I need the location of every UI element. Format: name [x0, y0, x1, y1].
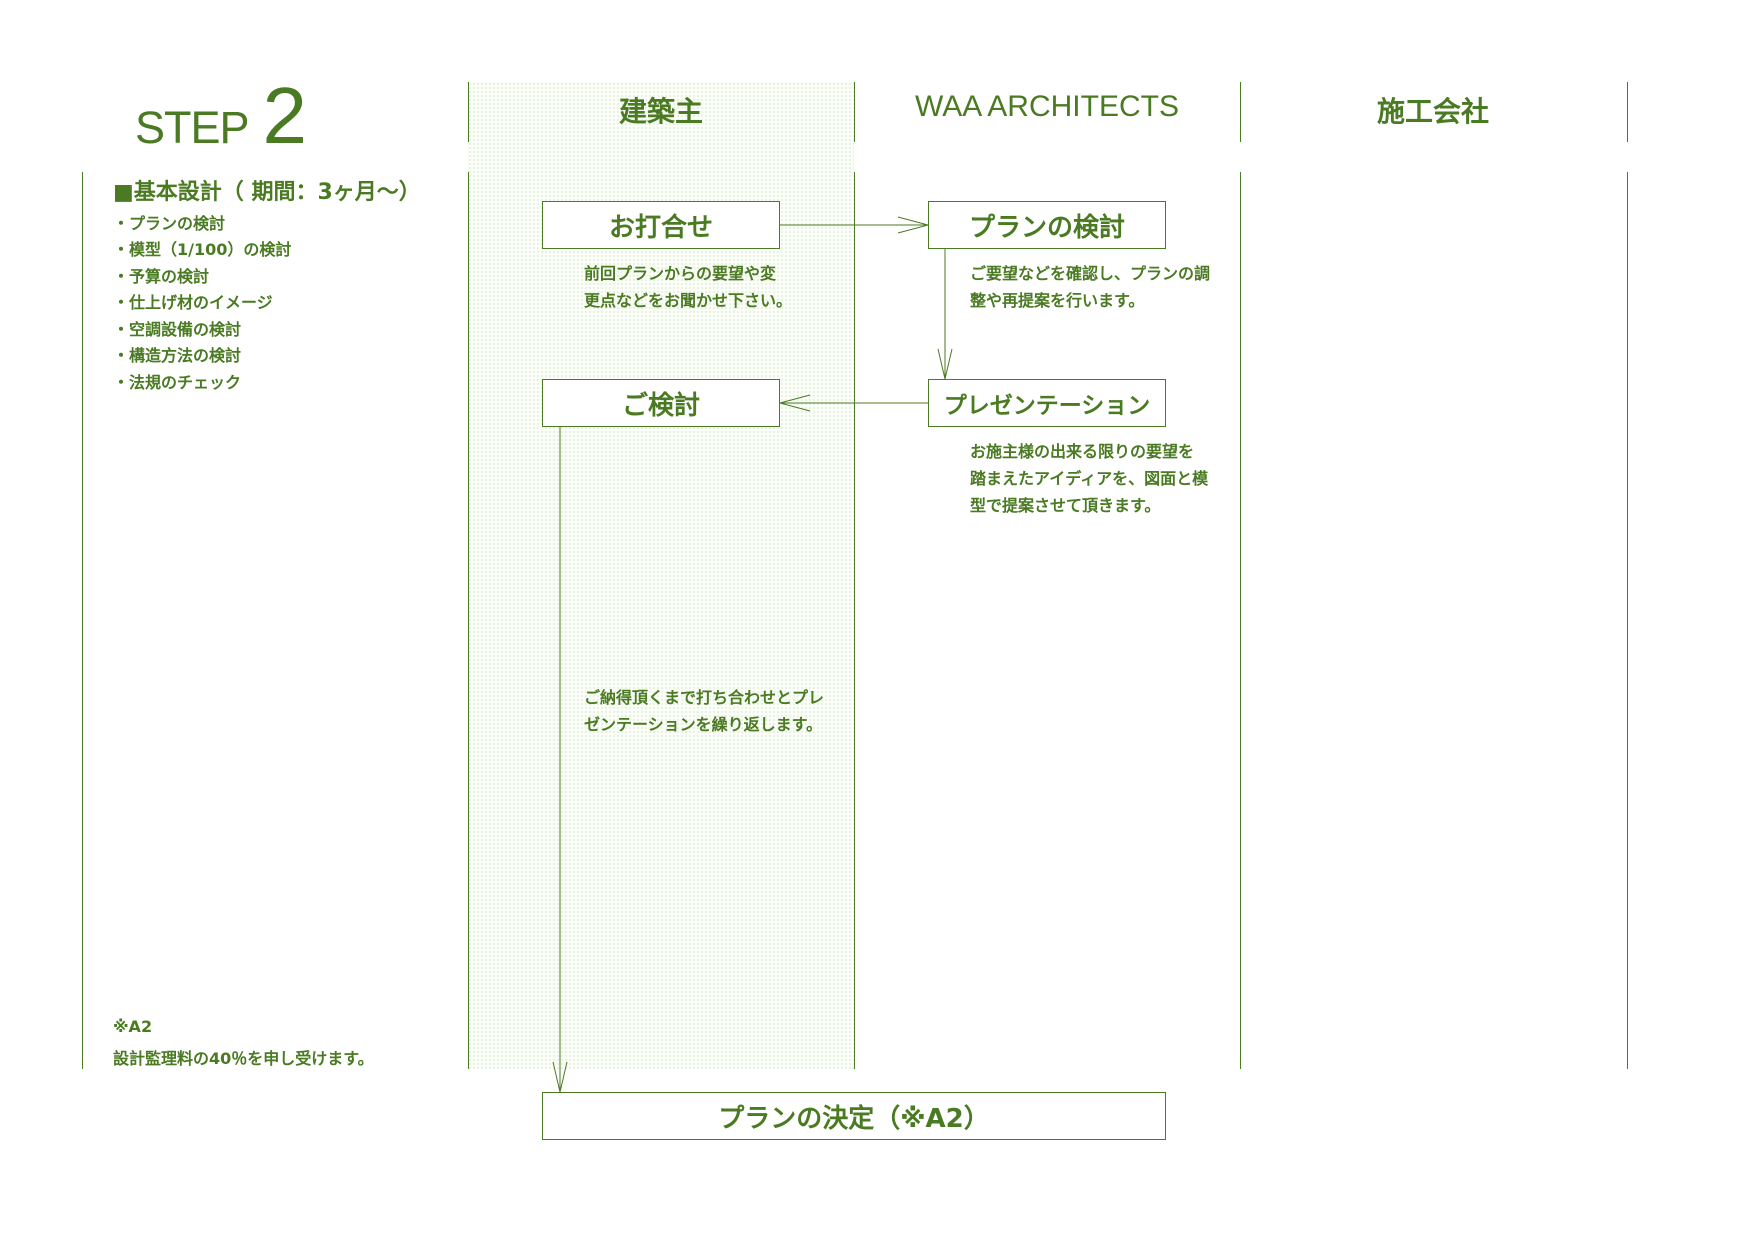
note-mark: ※A2 [113, 1017, 153, 1036]
arrowhead [778, 394, 811, 412]
column-divider [854, 172, 855, 1069]
column-divider [468, 172, 469, 1069]
column-divider [1240, 82, 1241, 142]
column-divider [1627, 82, 1628, 142]
description-meeting: 前回プランからの要望や変 更点などをお聞かせ下さい。 [584, 264, 793, 310]
step-box-meeting: お打合せ [542, 201, 780, 249]
description-presentation: お施主様の出来る限りの要望を 踏まえたアイディアを、図面と模 型で提案させて頂き… [970, 442, 1209, 515]
phase-heading: ■基本設計（ 期間：3ヶ月～） [113, 180, 421, 205]
description-plan-review: ご要望などを確認し、プランの調 整や再提案を行います。 [970, 264, 1211, 310]
column-header-client: 建築主 [618, 95, 703, 128]
column-divider [854, 82, 855, 142]
step-box-consider: ご検討 [542, 379, 780, 427]
task-item: ・仕上げ材のイメージ [113, 293, 273, 312]
note-text: 設計監理料の40％を申し受けます。 [113, 1049, 374, 1068]
step-box-decision: プランの決定（※A2） [542, 1092, 1166, 1140]
step-box-presentation: プレゼンテーション [928, 379, 1166, 427]
task-item: ・プランの検討 [113, 214, 226, 233]
step-number: 2 [262, 71, 308, 160]
column-divider [82, 172, 83, 1069]
column-divider [1627, 172, 1628, 1069]
task-item: ・空調設備の検討 [113, 320, 242, 339]
task-item: ・予算の検討 [113, 267, 210, 286]
description-loop: ご納得頂くまで打ち合わせとプレ ゼンテーションを繰り返します。 [584, 688, 825, 734]
step-box-plan-review: プランの検討 [928, 201, 1166, 249]
step-word: STEP [135, 102, 250, 153]
task-item: ・構造方法の検討 [113, 346, 242, 365]
column-divider [468, 82, 469, 142]
column-header-contractor: 施工会社 [1376, 95, 1489, 128]
column-header-architect: WAA ARCHITECTS [915, 90, 1179, 123]
column-divider [1240, 172, 1241, 1069]
task-item: ・法規のチェック [113, 373, 242, 392]
task-item: ・模型（1/100）の検討 [113, 240, 292, 259]
